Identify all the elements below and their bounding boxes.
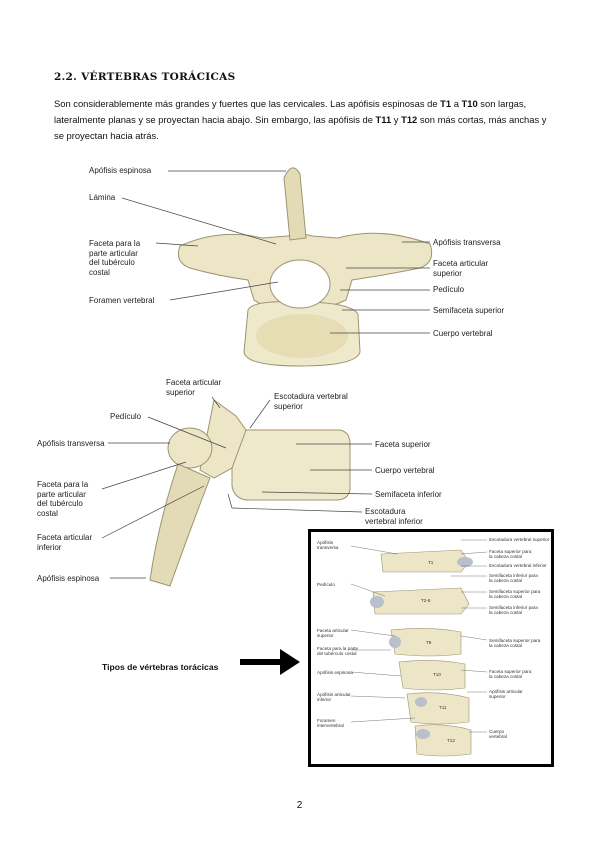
inset-left-b: Pedículo	[317, 582, 335, 587]
label-faceta-superior-lat: Faceta superior	[375, 440, 431, 449]
inset-vertebrae-illustration	[350, 539, 488, 757]
label-foramen-vertebral: Foramen vertebral	[89, 296, 155, 305]
label-apofisis-transversa-sup: Apófisis transversa	[433, 238, 501, 247]
inset-right-a: Escotadura vertebral superior	[489, 537, 550, 542]
inset-tag-t9: T9	[426, 640, 432, 645]
label-apofisis-transversa-lat: Apófisis transversa	[37, 439, 105, 448]
inset-right-c: Escotadura vertebral inferior	[489, 563, 547, 568]
inset-tag-t2-8: T2-8	[421, 598, 431, 603]
label-pediculo-lat: Pedículo	[110, 412, 142, 421]
label-apofisis-espinosa-sup: Apófisis espinosa	[89, 166, 152, 175]
label-lamina: Lámina	[89, 193, 116, 202]
label-apofisis-espinosa-lat: Apófisis espinosa	[37, 574, 100, 583]
page-number: 2	[296, 800, 303, 811]
inset-tag-t12: T12	[447, 738, 455, 743]
inset-tag-t1: T1	[428, 560, 434, 565]
label-cuerpo-vertebral-lat: Cuerpo vertebral	[375, 466, 435, 475]
label-semifaceta-inferior: Semifaceta inferior	[375, 490, 442, 499]
intro-paragraph: Son considerablemente más grandes y fuer…	[54, 98, 547, 141]
inset-tag-t11: T11	[439, 705, 447, 710]
label-cuerpo-vertebral-sup: Cuerpo vertebral	[433, 329, 493, 338]
label-pediculo-sup: Pedículo	[433, 285, 465, 294]
inset-left-e: Apófisis espinosa	[317, 670, 353, 675]
section-heading: 2.2. VÉRTEBRAS TORÁCICAS	[54, 71, 236, 83]
inset-tag-t10: T10	[433, 672, 441, 677]
tipos-caption: Tipos de vértebras torácicas	[102, 662, 219, 672]
label-semifaceta-superior: Semifaceta superior	[433, 306, 505, 315]
foramen-shape	[269, 259, 331, 309]
